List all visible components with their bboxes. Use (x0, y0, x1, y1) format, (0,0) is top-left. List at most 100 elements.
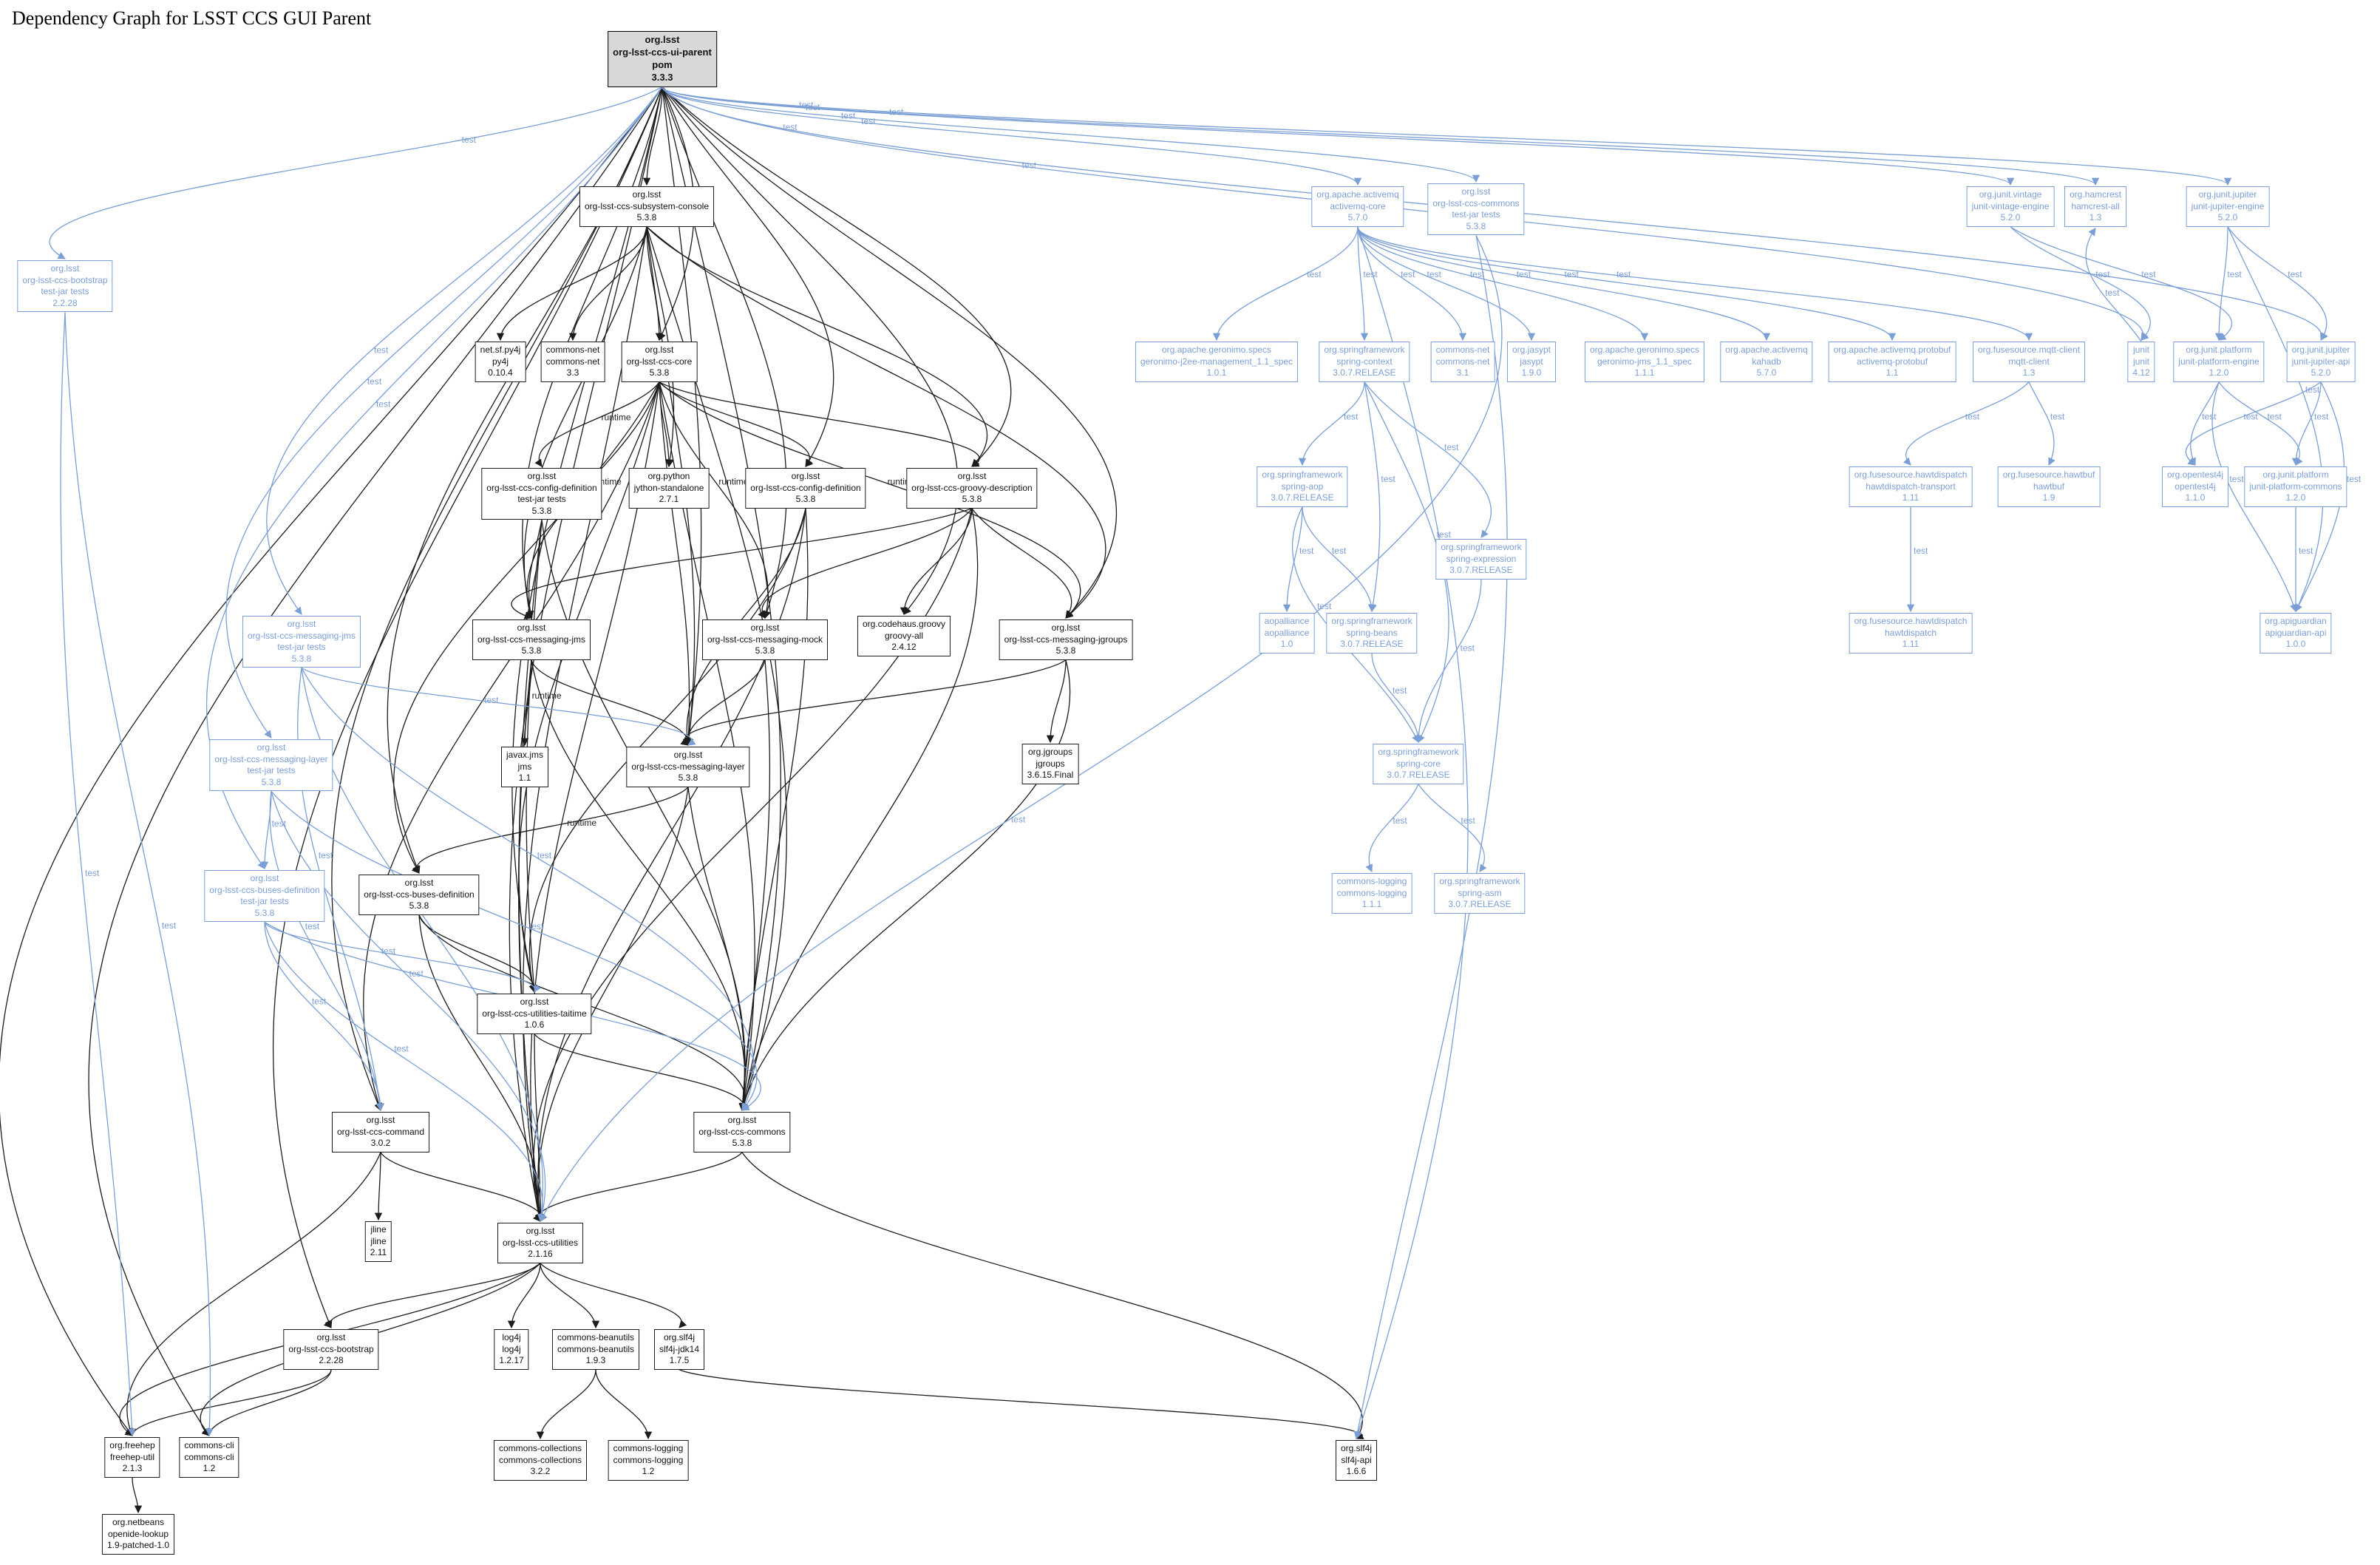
edge-label-test: test (783, 122, 798, 132)
node-label-line: org.lsst (526, 1226, 555, 1236)
edge-root-amq (662, 86, 1362, 186)
node-label-line: org-lsst-ccs-utilities (502, 1237, 579, 1248)
node-label-line: 1.2.0 (2209, 367, 2229, 378)
edge-mqtt-hdt (1903, 381, 2030, 466)
node-label-line: 3.0.2 (370, 1138, 391, 1149)
node-label-line: org.freehep (109, 1440, 155, 1450)
edge-label-test: test (381, 946, 396, 957)
edge-amq-kahadb (1357, 226, 1771, 342)
node-label-line: 1.11 (1902, 639, 1920, 650)
node-label-line: commons-logging (613, 1454, 684, 1465)
node-label-line: org.lsst (256, 742, 286, 753)
edge-freehep-openide (132, 1477, 143, 1514)
node-label-line: py4j (492, 356, 509, 367)
node-label-line: commons-net (1435, 344, 1490, 355)
edge-jup-eng-jup-api (2227, 226, 2328, 341)
node-label-line: org.jgroups (1027, 747, 1073, 757)
edge-label-test: test (2105, 288, 2120, 298)
node-label-line: org.lsst (1461, 186, 1491, 197)
node-label-line: 5.3.8 (678, 773, 698, 784)
node-label-line: log4j (502, 1332, 521, 1342)
node-label-line: 5.7.0 (1347, 212, 1368, 223)
node-label-line: 5.2.0 (2217, 212, 2238, 223)
node-label-line: org.apache.geronimo.specs (1589, 344, 1700, 355)
edge-mjms-commons (531, 659, 747, 1112)
node-label-line: 1.9-patched-1.0 (106, 1540, 170, 1551)
edge-commons-tests-utilities (540, 235, 1503, 1222)
edge-label-test: test (1965, 412, 1980, 422)
node-label-line: junit-platform-engine (2178, 356, 2260, 367)
edge-bootstrap-ccli (205, 1369, 332, 1437)
node-label-line: org.lsst (750, 622, 780, 633)
edge-s-expr-s-core (1414, 579, 1482, 744)
edge-s-ctx-s-aop (1298, 381, 1365, 466)
edge-label-test: test (484, 695, 499, 705)
edge-label-test: test (2268, 412, 2282, 422)
edge-label-test: test (394, 1044, 409, 1054)
node-label-line: spring-expression (1446, 553, 1517, 564)
node-label-line: spring-beans (1346, 627, 1398, 638)
node-label-line: jline (370, 1235, 387, 1246)
node-label-line: 5.2.0 (2311, 367, 2331, 378)
edge-label-test: test (1381, 474, 1395, 484)
node-label-line: 1.1.1 (1634, 367, 1655, 378)
edge-root-gall (662, 86, 959, 615)
node-label-line: junit-jupiter-engine (2191, 200, 2265, 211)
edge-mmock-mlayer (682, 659, 766, 747)
edge-label-test: test (1393, 685, 1407, 696)
edge-label-test: test (272, 818, 287, 829)
edge-root-ccli (88, 86, 663, 1436)
edge-label-test: test (162, 920, 177, 931)
node-label-line: 5.3.8 (261, 776, 282, 787)
node-label-line: pom (652, 58, 673, 70)
node-label-line: commons-cli (184, 1451, 234, 1462)
edge-core-cfg-tests (534, 381, 660, 467)
node-label-line: org.lsst (517, 622, 546, 633)
node-label-line: 5.3.8 (521, 645, 542, 656)
node-label-line: org.springframework (1262, 469, 1343, 480)
node-label-line: mqtt-client (2008, 356, 2050, 367)
node-label-line: jgroups (1036, 758, 1065, 769)
edge-buses-commons (418, 914, 749, 1111)
edge-amq-s-ctx (1357, 226, 1369, 342)
edge-label-test: test (1332, 546, 1347, 556)
edge-beanutils-clog12 (595, 1369, 653, 1440)
edge-mlayer-tests-utilities (271, 791, 546, 1223)
edge-s-core-s-asm (1418, 784, 1487, 872)
node-label-line: org-lsst-ccs-buses-definition (209, 884, 320, 895)
edge-label-test: test (2288, 269, 2302, 279)
edge-root-vintage (662, 86, 2014, 186)
edge-label-test: test (537, 850, 552, 860)
node-label-line: org.python (647, 471, 690, 481)
node-label-line: 3.1 (1456, 367, 1469, 378)
edge-label-test: test (1344, 412, 1359, 422)
edge-buses-tests-utilities (264, 922, 546, 1223)
node-label-line: org.netbeans (112, 1517, 165, 1527)
node-label-line: org.lsst (791, 471, 820, 481)
edge-jup-api-plat-com (2291, 381, 2322, 466)
node-label-line: slf4j-api (1341, 1454, 1372, 1465)
